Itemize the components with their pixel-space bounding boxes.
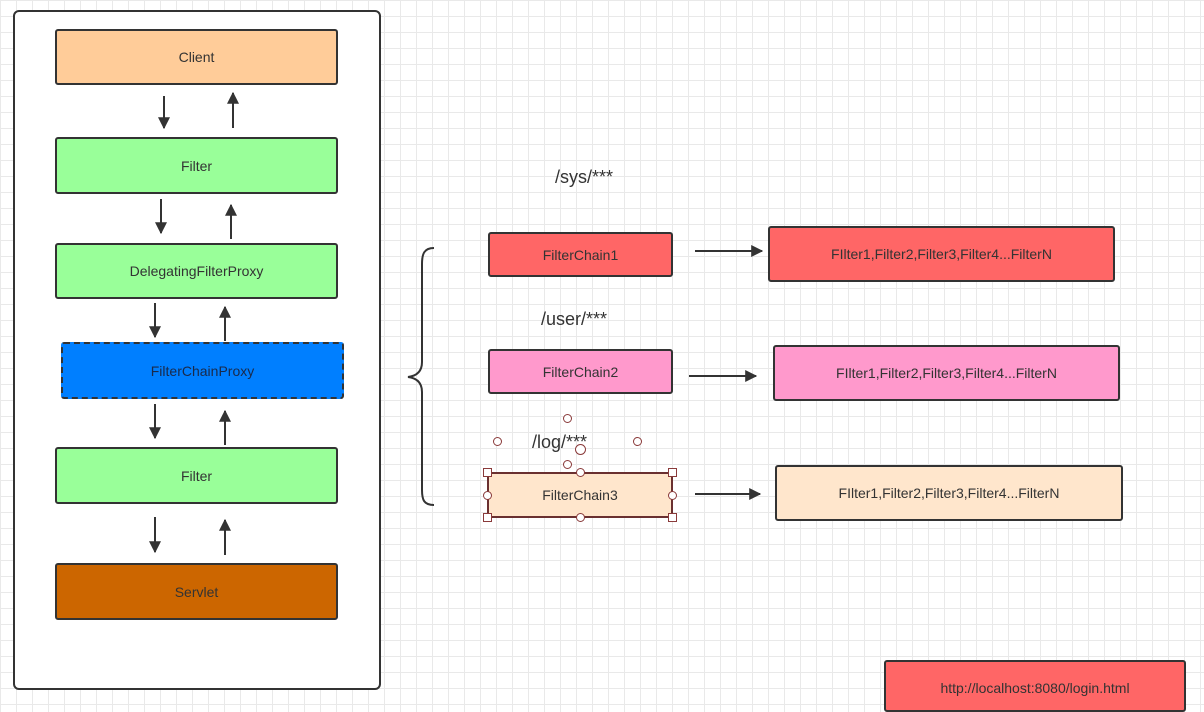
filter-list-1-node[interactable]: FIlter1,Filter2,Filter3,Filter4...Filter… <box>768 226 1115 282</box>
label-handle-left[interactable] <box>493 437 502 446</box>
filter-bottom-node[interactable]: Filter <box>55 447 338 504</box>
filter-list-1-label: FIlter1,Filter2,Filter3,Filter4...Filter… <box>831 246 1052 262</box>
delegating-filter-proxy-label: DelegatingFilterProxy <box>129 263 264 279</box>
curly-brace[interactable] <box>407 247 435 506</box>
filter-list-3-node[interactable]: FIlter1,Filter2,Filter3,Filter4...Filter… <box>775 465 1123 521</box>
resize-handle-top-right[interactable] <box>668 468 677 477</box>
filter-list-2-node[interactable]: FIlter1,Filter2,Filter3,Filter4...Filter… <box>773 345 1120 401</box>
log-path-label[interactable]: /log/*** <box>532 432 588 452</box>
client-label: Client <box>178 49 215 65</box>
filter-top-label: Filter <box>180 157 213 174</box>
delegating-filter-proxy-node[interactable]: DelegatingFilterProxy <box>55 243 338 299</box>
login-url-node[interactable]: http://localhost:8080/login.html <box>884 660 1186 712</box>
filter-chain-proxy-node[interactable]: FilterChainProxy <box>61 342 344 399</box>
resize-handle-right[interactable] <box>668 491 677 500</box>
filter-list-2-label: FIlter1,Filter2,Filter3,Filter4...Filter… <box>836 365 1057 381</box>
filter-bottom-label: Filter <box>180 467 213 484</box>
resize-handle-top[interactable] <box>576 468 585 477</box>
filter-top-node[interactable]: Filter <box>55 137 338 194</box>
filter-chain-1-node[interactable]: FilterChain1 <box>488 232 673 277</box>
login-url-label: http://localhost:8080/login.html <box>940 680 1130 696</box>
user-path-label[interactable]: /user/*** <box>541 309 608 329</box>
label-rotate-handle[interactable] <box>575 444 586 455</box>
filter-chain-3-node[interactable]: FilterChain3 <box>487 472 673 518</box>
filter-chain-1-label: FilterChain1 <box>542 246 619 263</box>
filter-chain-2-node[interactable]: FilterChain2 <box>488 349 673 394</box>
filter-chain-2-label: FilterChain2 <box>542 363 619 380</box>
resize-handle-bottom[interactable] <box>576 513 585 522</box>
label-handle-right[interactable] <box>633 437 642 446</box>
servlet-node[interactable]: Servlet <box>55 563 338 620</box>
servlet-label: Servlet <box>174 583 219 600</box>
label-handle-top[interactable] <box>563 414 572 423</box>
filter-chain-3-label: FilterChain3 <box>542 487 618 503</box>
label-handle-bottom[interactable] <box>563 460 572 469</box>
resize-handle-bottom-right[interactable] <box>668 513 677 522</box>
sys-path-label[interactable]: /sys/*** <box>555 167 614 187</box>
resize-handle-left[interactable] <box>483 491 492 500</box>
filter-chain-proxy-label: FilterChainProxy <box>150 362 255 379</box>
resize-handle-bottom-left[interactable] <box>483 513 492 522</box>
filter-list-3-label: FIlter1,Filter2,Filter3,Filter4...Filter… <box>838 485 1060 501</box>
resize-handle-top-left[interactable] <box>483 468 492 477</box>
client-node[interactable]: Client <box>55 29 338 85</box>
